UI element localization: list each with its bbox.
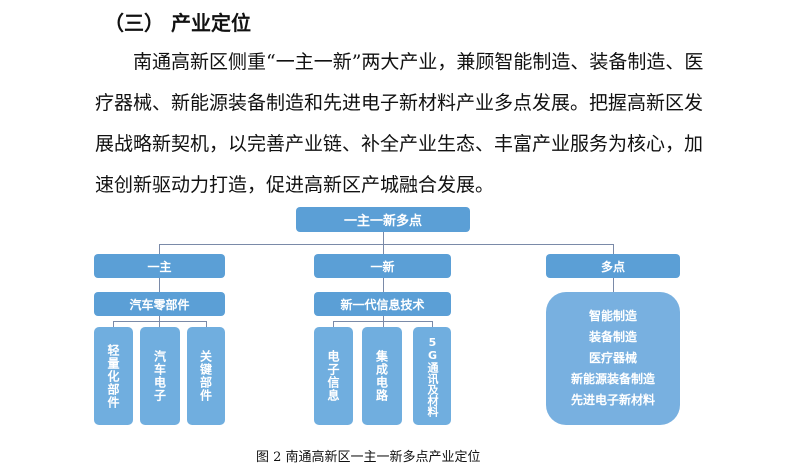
- duodian-item: 新能源装备制造: [570, 372, 655, 386]
- duodian-list: 智能制造 装备制造 医疗器械 新能源装备制造 先进电子新材料: [546, 292, 680, 425]
- duodian-item: 先进电子新材料: [570, 393, 655, 407]
- leaf-node: 5G通讯及材料: [413, 327, 451, 425]
- leaf-node: 集成电路: [362, 327, 402, 425]
- duodian-item: 医疗器械: [588, 351, 637, 365]
- section-heading: （三） 产业定位: [104, 11, 251, 35]
- node-root: 一主一新多点: [296, 207, 470, 232]
- node-duodian: 多点: [546, 254, 680, 278]
- node-yixin: 一新: [314, 254, 451, 278]
- node-yizhu: 一主: [94, 254, 225, 278]
- node-new-it: 新一代信息技术: [314, 292, 451, 316]
- node-auto-parts: 汽车零部件: [94, 292, 225, 316]
- paragraph-text: 南通高新区侧重“一主一新”两大产业，兼顾智能制造、装备制造、医疗器械、新能源装备…: [95, 51, 704, 196]
- figure-caption: 图 2 南通高新区一主一新多点产业定位: [256, 450, 481, 465]
- duodian-item: 装备制造: [588, 330, 637, 344]
- duodian-item: 智能制造: [588, 309, 637, 323]
- leaf-node: 关键部件: [187, 327, 225, 425]
- leaf-node: 轻量化部件: [94, 327, 133, 425]
- leaf-node: 汽车电子: [140, 327, 180, 425]
- paragraph: 南通高新区侧重“一主一新”两大产业，兼顾智能制造、装备制造、医疗器械、新能源装备…: [95, 42, 715, 206]
- leaf-node: 电子信息: [314, 327, 353, 425]
